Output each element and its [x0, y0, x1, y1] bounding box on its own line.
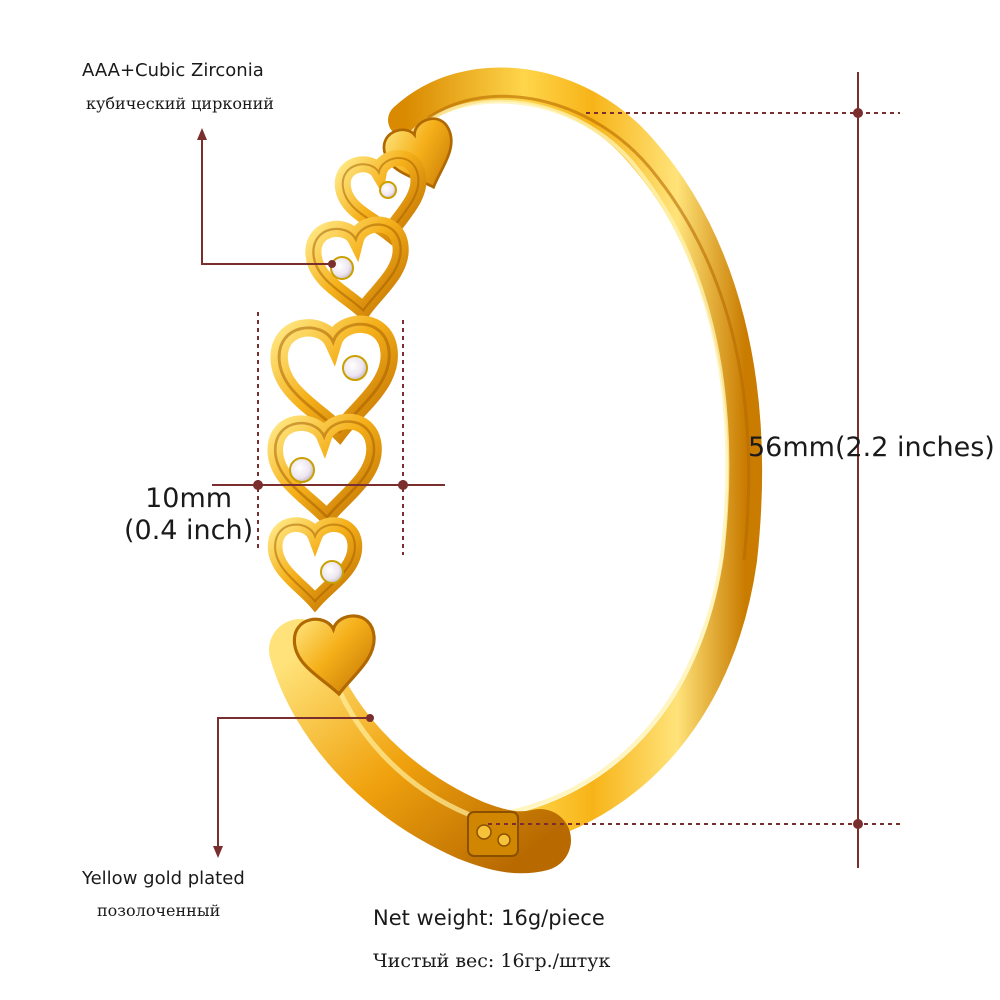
width-value: 10mm	[145, 483, 233, 514]
weight-label-ru: Чистый вес: 16гр./штук	[373, 950, 611, 972]
width-label: 10mm (0.4 inch)	[124, 483, 253, 547]
bangle-band-back	[388, 67, 763, 847]
width-value-inches: (0.4 inch)	[124, 515, 254, 546]
stone-label-en: AAA+Cubic Zirconia	[82, 60, 264, 81]
weight-label-en: Net weight: 16g/piece	[373, 906, 605, 930]
heart-5	[275, 525, 355, 602]
hinge-clasp	[467, 811, 519, 857]
height-label: 56mm(2.2 inches)	[748, 432, 995, 463]
plating-pointer	[213, 714, 374, 858]
heart-2	[311, 222, 407, 315]
plating-label-en: Yellow gold plated	[82, 868, 245, 889]
width-dimension	[212, 312, 445, 555]
plating-label-ru: позолоченный	[97, 901, 221, 920]
stone-label-ru: кубический цирконий	[86, 94, 274, 113]
height-dimension	[488, 72, 900, 868]
stone-pointer	[197, 128, 336, 268]
